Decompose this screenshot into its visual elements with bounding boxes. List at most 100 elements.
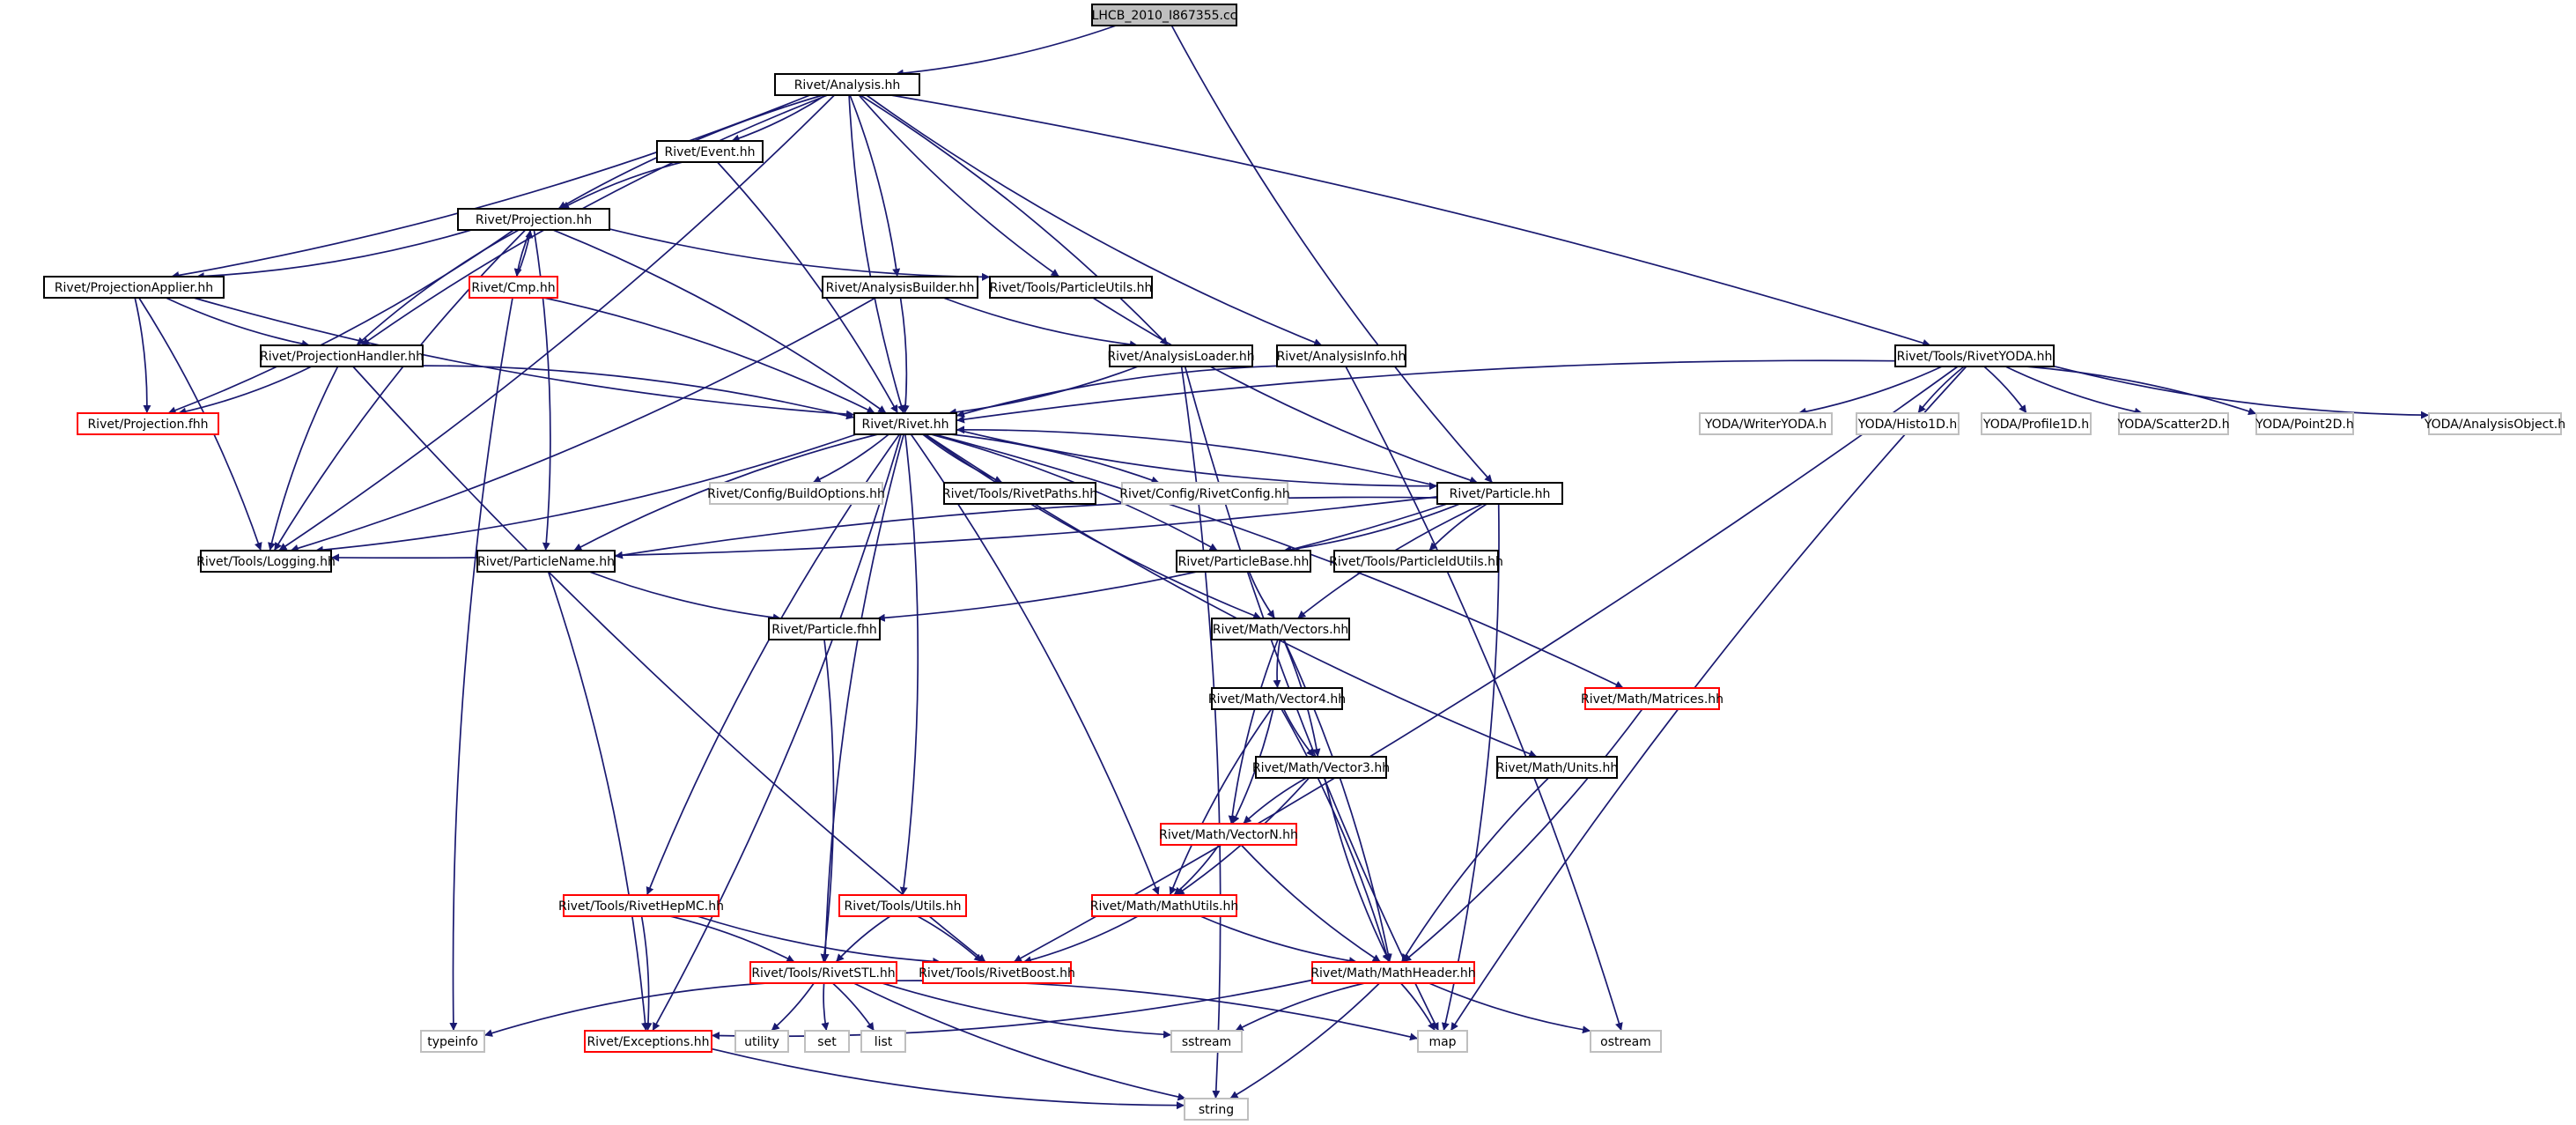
- edge-units-to-mathheader: [1400, 777, 1549, 963]
- edge-analysis-to-abuilder: [849, 94, 901, 278]
- edge-aloader-to-string: [1180, 366, 1222, 1099]
- node-string[interactable]: string: [1184, 1098, 1249, 1121]
- node-vector3[interactable]: Rivet/Math/Vector3.hh: [1252, 756, 1390, 779]
- node-label: Rivet/AnalysisBuilder.hh: [826, 281, 975, 295]
- edge-ainfo-to-ostream: [1345, 366, 1623, 1032]
- node-buildopts[interactable]: Rivet/Config/BuildOptions.hh: [707, 482, 885, 505]
- node-prof1d[interactable]: YODA/Profile1D.h: [1981, 412, 2092, 435]
- node-label: sstream: [1182, 1035, 1231, 1049]
- node-box: [457, 208, 610, 231]
- node-label: map: [1428, 1035, 1456, 1049]
- edge-abuilder-to-rivet: [899, 297, 910, 414]
- node-rstl[interactable]: Rivet/Tools/RivetSTL.hh: [749, 961, 897, 984]
- node-projection[interactable]: Rivet/Projection.hh: [457, 208, 610, 231]
- node-rboost[interactable]: Rivet/Tools/RivetBoost.hh: [919, 961, 1075, 984]
- node-box: [1121, 482, 1288, 505]
- edge-mathutils-to-mathheader: [1199, 915, 1358, 965]
- node-box: [989, 276, 1153, 299]
- node-vectorn[interactable]: Rivet/Math/VectorN.hh: [1159, 823, 1298, 846]
- edge-abuilder-to-logging: [290, 297, 876, 552]
- node-box: [1255, 756, 1387, 779]
- edge-root-to-analysis: [895, 25, 1117, 78]
- node-map[interactable]: map: [1417, 1030, 1468, 1053]
- node-exceptions[interactable]: Rivet/Exceptions.hh: [584, 1030, 712, 1053]
- edge-ryoda-to-rboost: [1013, 366, 1959, 963]
- node-analysis[interactable]: Rivet/Analysis.hh: [774, 73, 920, 96]
- node-mathheader[interactable]: Rivet/Math/MathHeader.hh: [1310, 961, 1476, 984]
- node-tutils[interactable]: Rivet/Tools/Utils.hh: [838, 894, 967, 917]
- node-pbase[interactable]: Rivet/ParticleBase.hh: [1176, 550, 1311, 573]
- node-rconfig[interactable]: Rivet/Config/RivetConfig.hh: [1119, 482, 1290, 505]
- node-set[interactable]: set: [804, 1030, 850, 1053]
- edge-projection-to-pname: [533, 229, 551, 551]
- node-histo1d[interactable]: YODA/Histo1D.h: [1856, 412, 1960, 435]
- node-aloader[interactable]: Rivet/AnalysisLoader.hh: [1107, 344, 1255, 367]
- node-ainfo[interactable]: Rivet/AnalysisInfo.hh: [1276, 344, 1406, 367]
- node-root[interactable]: LHCB_2010_I867355.cc: [1091, 4, 1237, 26]
- node-scat2d[interactable]: YODA/Scatter2D.h: [2116, 412, 2230, 435]
- node-mathutils[interactable]: Rivet/Math/MathUtils.hh: [1090, 894, 1239, 917]
- node-rpaths[interactable]: Rivet/Tools/RivetPaths.hh: [942, 482, 1097, 505]
- node-pfhh[interactable]: Rivet/Particle.fhh: [768, 618, 881, 640]
- node-box: [77, 412, 219, 435]
- node-label: Rivet/ProjectionApplier.hh: [55, 281, 213, 295]
- edge-projhandler-to-logging: [268, 366, 339, 551]
- node-utility[interactable]: utility: [734, 1030, 789, 1053]
- edge-analysis-to-projhandler: [360, 94, 828, 346]
- node-label: Rivet/Tools/RivetYODA.hh: [1897, 350, 2053, 364]
- node-label: Rivet/ParticleName.hh: [477, 555, 615, 569]
- node-putils[interactable]: Rivet/Tools/ParticleUtils.hh: [989, 276, 1153, 299]
- dependency-edges: [134, 25, 2430, 1110]
- edge-projection-to-projfhh: [167, 229, 514, 414]
- edge-rivet-to-buildopts: [812, 433, 889, 484]
- node-box: [656, 140, 764, 163]
- node-list[interactable]: list: [860, 1030, 906, 1053]
- node-label: Rivet/ParticleBase.hh: [1178, 555, 1310, 569]
- node-point2d[interactable]: YODA/Point2D.h: [2255, 412, 2354, 435]
- edge-rhepmc-to-rboost: [697, 915, 941, 966]
- node-typeinfo[interactable]: typeinfo: [420, 1030, 485, 1053]
- edge-cmp-to-rivet: [543, 297, 875, 414]
- node-wyoda[interactable]: YODA/WriterYODA.h: [1699, 412, 1833, 435]
- edge-matrices-to-mathheader: [1402, 708, 1643, 963]
- header-nodes: LHCB_2010_I867355.ccRivet/Analysis.hhRiv…: [43, 4, 2565, 1121]
- edge-particle-to-logging: [330, 496, 1438, 562]
- edge-analysis-to-event: [731, 94, 826, 143]
- node-abuilder[interactable]: Rivet/AnalysisBuilder.hh: [822, 276, 978, 299]
- edge-cmp-to-projection: [515, 229, 534, 278]
- edge-vector4-to-mathheader: [1281, 708, 1391, 963]
- node-pname[interactable]: Rivet/ParticleName.hh: [476, 550, 616, 573]
- node-vector4[interactable]: Rivet/Math/Vector4.hh: [1208, 687, 1346, 710]
- node-label: ostream: [1600, 1035, 1651, 1049]
- node-ostream[interactable]: ostream: [1590, 1030, 1662, 1053]
- node-projapplier[interactable]: Rivet/ProjectionApplier.hh: [43, 276, 225, 299]
- node-sstream[interactable]: sstream: [1170, 1030, 1243, 1053]
- node-label: Rivet/Tools/RivetHepMC.hh: [558, 899, 724, 914]
- node-projfhh[interactable]: Rivet/Projection.fhh: [77, 412, 219, 435]
- node-logging[interactable]: Rivet/Tools/Logging.hh: [196, 550, 336, 573]
- edge-analysis-to-projapplier: [171, 94, 811, 279]
- edge-ainfo-to-rivet: [956, 365, 1278, 418]
- node-aobject[interactable]: YODA/AnalysisObject.h: [2424, 412, 2565, 435]
- node-label: Rivet/Math/Units.hh: [1496, 761, 1618, 775]
- edge-vectors-to-vectorn: [1228, 639, 1279, 825]
- edge-vectorn-to-mathutils: [1173, 844, 1220, 896]
- node-event[interactable]: Rivet/Event.hh: [656, 140, 764, 163]
- edge-ryoda-to-scat2d: [2004, 366, 2143, 416]
- node-rhepmc[interactable]: Rivet/Tools/RivetHepMC.hh: [558, 894, 724, 917]
- node-box: [1496, 756, 1618, 779]
- edge-projhandler-to-rivet: [422, 365, 855, 420]
- node-label: YODA/Profile1D.h: [1982, 418, 2089, 432]
- node-vectors[interactable]: Rivet/Math/Vectors.hh: [1211, 618, 1350, 640]
- node-units[interactable]: Rivet/Math/Units.hh: [1496, 756, 1618, 779]
- node-box: [860, 1030, 906, 1053]
- node-pidutils[interactable]: Rivet/Tools/ParticleIdUtils.hh: [1329, 550, 1503, 573]
- node-particle[interactable]: Rivet/Particle.hh: [1436, 482, 1563, 505]
- node-ryoda[interactable]: Rivet/Tools/RivetYODA.hh: [1894, 344, 2055, 367]
- edge-pbase-to-vectors: [1248, 571, 1276, 619]
- node-matrices[interactable]: Rivet/Math/Matrices.hh: [1581, 687, 1723, 710]
- node-projhandler[interactable]: Rivet/ProjectionHandler.hh: [260, 344, 424, 367]
- node-cmp[interactable]: Rivet/Cmp.hh: [469, 276, 558, 299]
- node-rivet[interactable]: Rivet/Rivet.hh: [853, 412, 957, 435]
- node-box: [1417, 1030, 1468, 1053]
